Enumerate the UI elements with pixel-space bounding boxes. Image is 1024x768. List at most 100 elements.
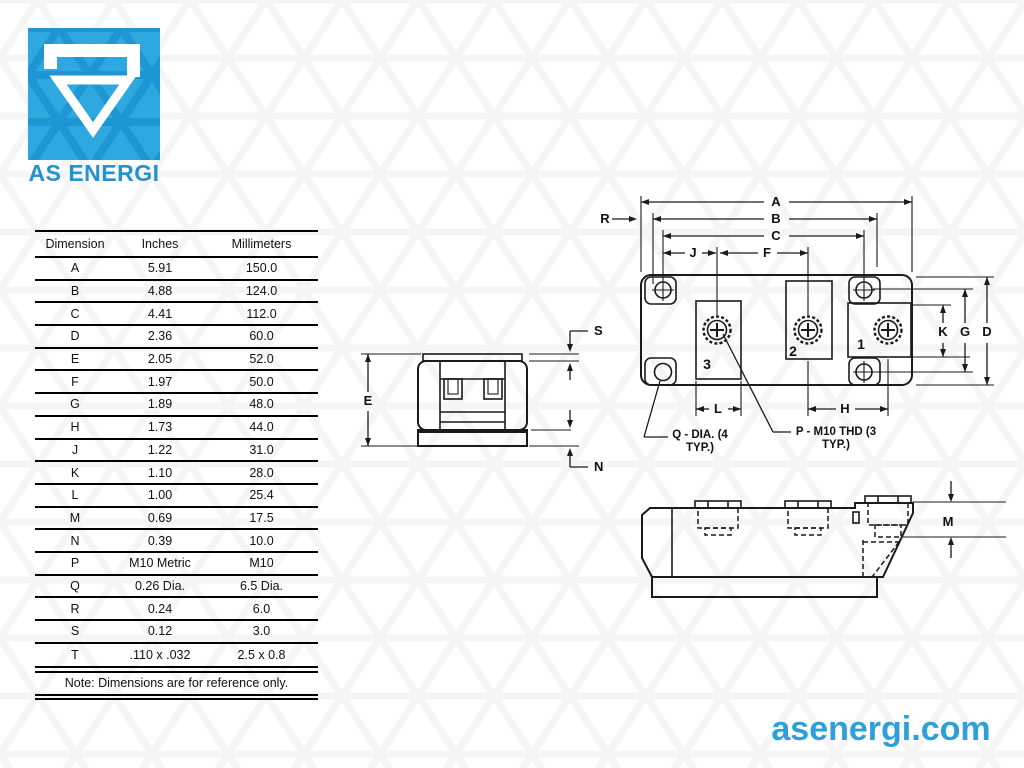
front-view [641, 495, 914, 598]
cell-inches: .110 x .032 [129, 648, 191, 663]
terminal-pad-3 [695, 300, 742, 380]
dimension-lines [367, 201, 988, 558]
dim-label-m: M [943, 514, 954, 529]
cell-millimeters: 3.0 [252, 624, 271, 639]
dim-label-a: A [771, 194, 781, 209]
cell-millimeters: 6.0 [252, 601, 271, 616]
mounting-hole-top-right [853, 279, 875, 301]
callout-p-line1: P - M10 THD (3 [796, 426, 876, 438]
cell-millimeters: 52.0 [249, 352, 274, 367]
dim-label-j: J [689, 245, 696, 260]
cell-inches: 2.36 [147, 329, 173, 344]
cell-dimension: L [71, 488, 79, 503]
terminal-number-1: 1 [857, 336, 865, 352]
brand-name: AS ENERGI [28, 160, 160, 186]
cell-inches: 1.73 [147, 420, 173, 435]
dimension-arrowheads [365, 199, 990, 545]
terminal-pad-2 [785, 280, 833, 360]
cell-dimension: C [70, 306, 80, 321]
baseplate-front [651, 576, 878, 598]
callout-q-line1: Q - DIA. (4 [672, 429, 728, 441]
cell-millimeters: 6.5 Dia. [239, 578, 284, 593]
cell-dimension: T [71, 648, 79, 663]
cell-dimension: S [70, 624, 80, 639]
dim-label-n: N [594, 459, 603, 474]
company-logo [0, 20, 280, 224]
cell-inches: 2.05 [147, 352, 173, 367]
table-divider-double [35, 666, 318, 673]
callout-p-line2: TYP.) [822, 439, 850, 451]
technical-drawing: 3 2 1 [361, 194, 1006, 598]
cell-millimeters: M10 [249, 556, 274, 571]
table-row: B 4.88 124.0 [35, 281, 318, 304]
terminal-number-3: 3 [703, 356, 711, 372]
dim-label-s: S [594, 323, 603, 338]
cell-inches: 0.39 [147, 533, 173, 548]
dim-label-k: K [938, 324, 948, 339]
side-view [417, 353, 528, 447]
cell-millimeters: 31.0 [249, 442, 274, 457]
mounting-hole-bottom-left [653, 362, 673, 382]
cell-inches: 1.22 [147, 442, 173, 457]
bolt-right [864, 495, 912, 538]
terminal-pad-1 [847, 302, 912, 358]
table-row: H 1.73 44.0 [35, 417, 318, 440]
cell-inches: 0.26 Dia. [134, 578, 186, 593]
cell-dimension: D [70, 329, 80, 344]
cell-inches: 1.97 [147, 374, 173, 389]
cell-inches: 4.88 [147, 284, 173, 299]
cell-dimension: R [70, 601, 80, 616]
dim-label-l: L [714, 401, 722, 416]
cell-inches: 1.00 [147, 488, 173, 503]
website-link[interactable]: asenergi.com [771, 710, 991, 748]
cell-inches: 0.69 [147, 510, 173, 525]
cell-inches: 0.12 [147, 624, 173, 639]
dim-label-h: H [840, 401, 849, 416]
table-note: Note: Dimensions are for reference only. [64, 675, 289, 690]
cell-millimeters: 124.0 [245, 284, 278, 299]
dim-label-b: B [771, 211, 780, 226]
header-millimeters: Millimeters [231, 237, 292, 251]
terminal-slot-left [443, 378, 463, 400]
cell-dimension: B [70, 284, 80, 299]
cell-dimension: Q [70, 578, 80, 593]
terminal-number-2: 2 [789, 343, 797, 359]
logo-icon [0, 20, 280, 224]
cell-dimension: H [70, 420, 80, 435]
cell-millimeters: 44.0 [249, 420, 274, 435]
bolt-left [694, 500, 742, 536]
table-row: J 1.22 31.0 [35, 440, 318, 463]
cell-inches: 1.10 [147, 465, 173, 480]
cell-inches: 0.24 [147, 601, 173, 616]
cell-millimeters: 10.0 [249, 533, 274, 548]
mounting-hole-bottom-right [853, 361, 875, 383]
header-inches: Inches [141, 237, 179, 251]
terminal-screw-3 [702, 315, 732, 345]
dimension-labels: A B C J F R K G D L H E S N M Q - DIA. (… [364, 194, 992, 529]
cell-dimension: M [69, 510, 81, 525]
dim-label-r: R [600, 211, 610, 226]
cell-millimeters: 112.0 [246, 306, 277, 321]
cell-millimeters: 48.0 [249, 397, 274, 412]
cell-millimeters: 28.0 [249, 465, 274, 480]
bolt-middle [784, 500, 832, 536]
mounting-hole-top-left [652, 279, 674, 301]
cell-dimension: J [71, 442, 79, 457]
table-header-row: Dimension Inches Millimeters [35, 232, 318, 258]
terminal-slot-right [483, 378, 503, 400]
terminal-screw-2 [793, 315, 823, 345]
cell-dimension: G [70, 397, 80, 412]
dim-label-c: C [771, 228, 781, 243]
